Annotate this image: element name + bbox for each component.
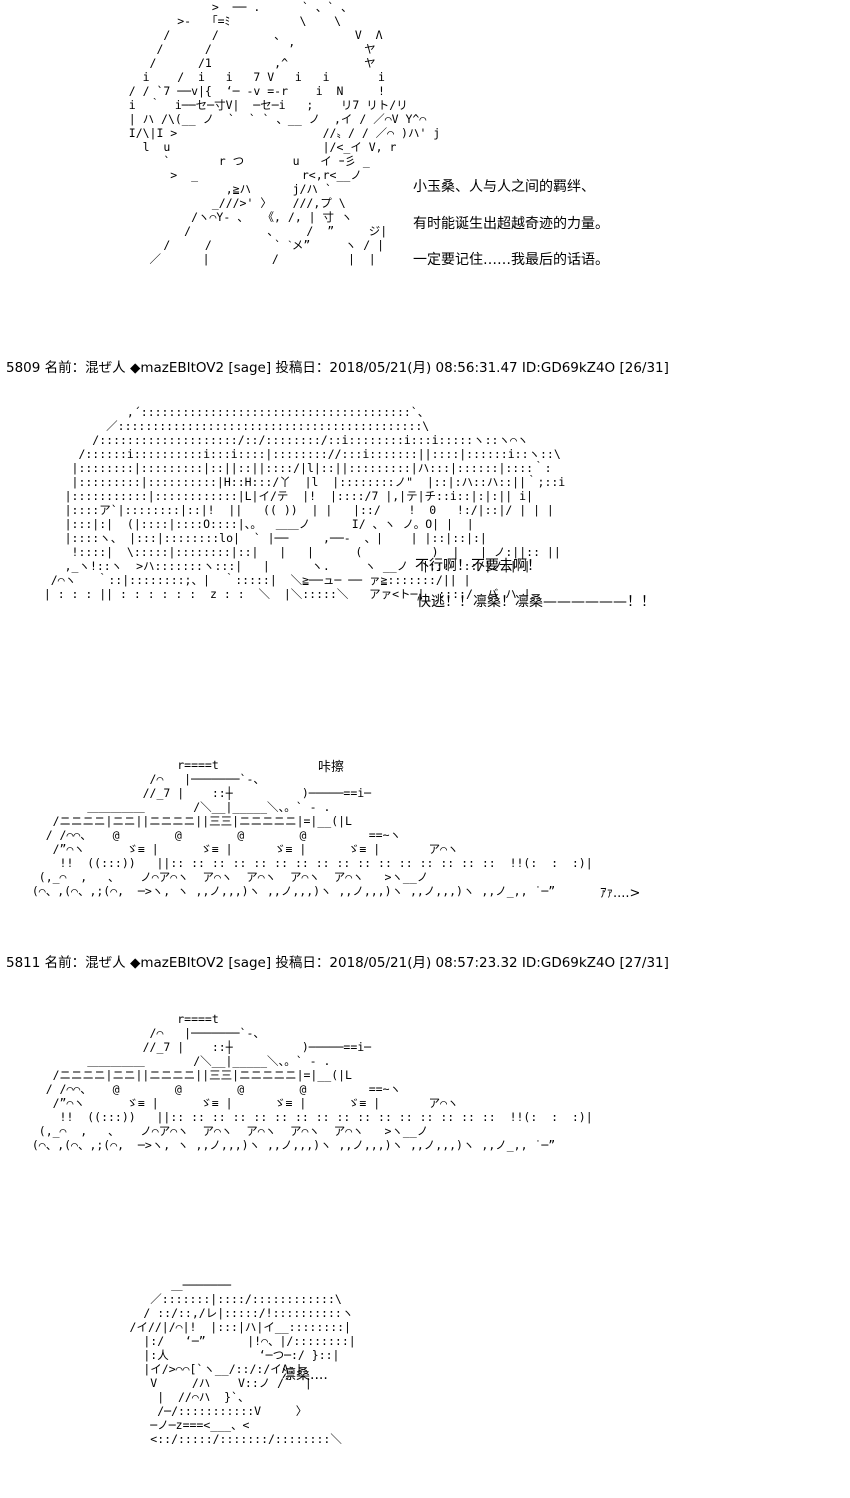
ascii-art-tank: r====t /⌒ |───────`-、 //_7 | ::┼ )─────=… — [31, 758, 593, 898]
dialog-line-2: 有时能诞生出超越奇迹的力量。 — [413, 216, 609, 232]
dialog-line-5: 快逃！！凛桑！凛桑——————！！ — [417, 594, 655, 610]
sound-effect-click: 咔擦 — [318, 760, 345, 775]
dialog-line-4: 不行啊！不要去啊！ — [415, 558, 541, 574]
ascii-art-girl-small: ＿─────── ／:::::::|::::/::::::::::::\ / :… — [129, 1278, 356, 1446]
dialog-line-6: 凛桑.... — [282, 1367, 328, 1383]
ascii-art-tank-2: r====t /⌒ |───────`-、 //_7 | ::┼ )─────=… — [31, 1012, 593, 1152]
post-header: 5811 名前：混ぜ人 ◆mazEBItOV2 [sage] 投稿日：2018/… — [6, 955, 669, 971]
sound-effect-gasp: ｱｧ....> — [600, 886, 641, 901]
ascii-art-girl-glasses: > ── . ` 、` 、 >- ｢=ﾐ \ \ / / 、 V Λ / / ’… — [128, 0, 441, 266]
dialog-line-3: 一定要记住……我最后的话语。 — [413, 252, 609, 268]
dialog-line-1: 小玉桑、人与人之间的羁绊、 — [413, 179, 595, 195]
ascii-art-girl-shadowed: ,´::::::::::::::::::::::::::::::::::::::… — [43, 405, 566, 601]
post-header: 5809 名前：混ぜ人 ◆mazEBItOV2 [sage] 投稿日：2018/… — [6, 360, 669, 376]
